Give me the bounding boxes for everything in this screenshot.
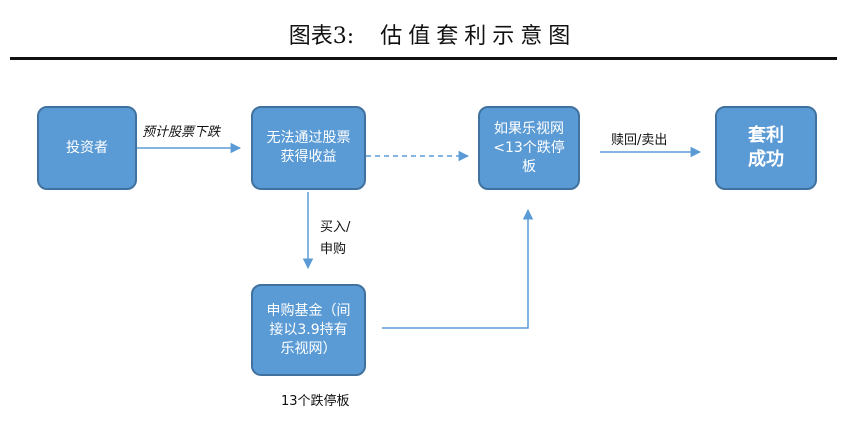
figure-label: 图表3: bbox=[288, 24, 355, 49]
node-cannot-profit: 无法通过股票获得收益 bbox=[251, 106, 366, 190]
edge-label-expect-drop: 预计股票下跌 bbox=[142, 125, 221, 140]
node-cannot-profit-label: 无法通过股票获得收益 bbox=[266, 130, 351, 165]
node-subscribe-fund: 申购基金（间接以3.9持有乐视网） bbox=[251, 284, 366, 376]
node-if-letv: 如果乐视网<13个跌停板 bbox=[478, 106, 580, 190]
edge-label-redeem-sell: 赎回/卖出 bbox=[611, 133, 668, 148]
node-arbitrage-success: 套利成功 bbox=[715, 106, 817, 190]
node-arbitrage-success-label: 套利成功 bbox=[748, 125, 784, 170]
title-rule bbox=[10, 57, 837, 60]
edge-label-subscribe: 申购 bbox=[320, 242, 347, 257]
figure-title-text: 估值套利示意图 bbox=[380, 24, 577, 49]
note-limit-down: 13个跌停板 bbox=[281, 394, 350, 409]
node-if-letv-label: 如果乐视网<13个跌停板 bbox=[493, 120, 565, 175]
node-investor-label: 投资者 bbox=[66, 139, 108, 156]
node-subscribe-fund-label: 申购基金（间接以3.9持有乐视网） bbox=[266, 302, 351, 357]
node-investor: 投资者 bbox=[37, 106, 137, 190]
edge-fund-to-if-letv bbox=[382, 208, 534, 329]
figure-title: 图表3: 估值套利示意图 bbox=[0, 18, 865, 50]
edge-label-buy-in: 买入/ bbox=[320, 220, 351, 235]
